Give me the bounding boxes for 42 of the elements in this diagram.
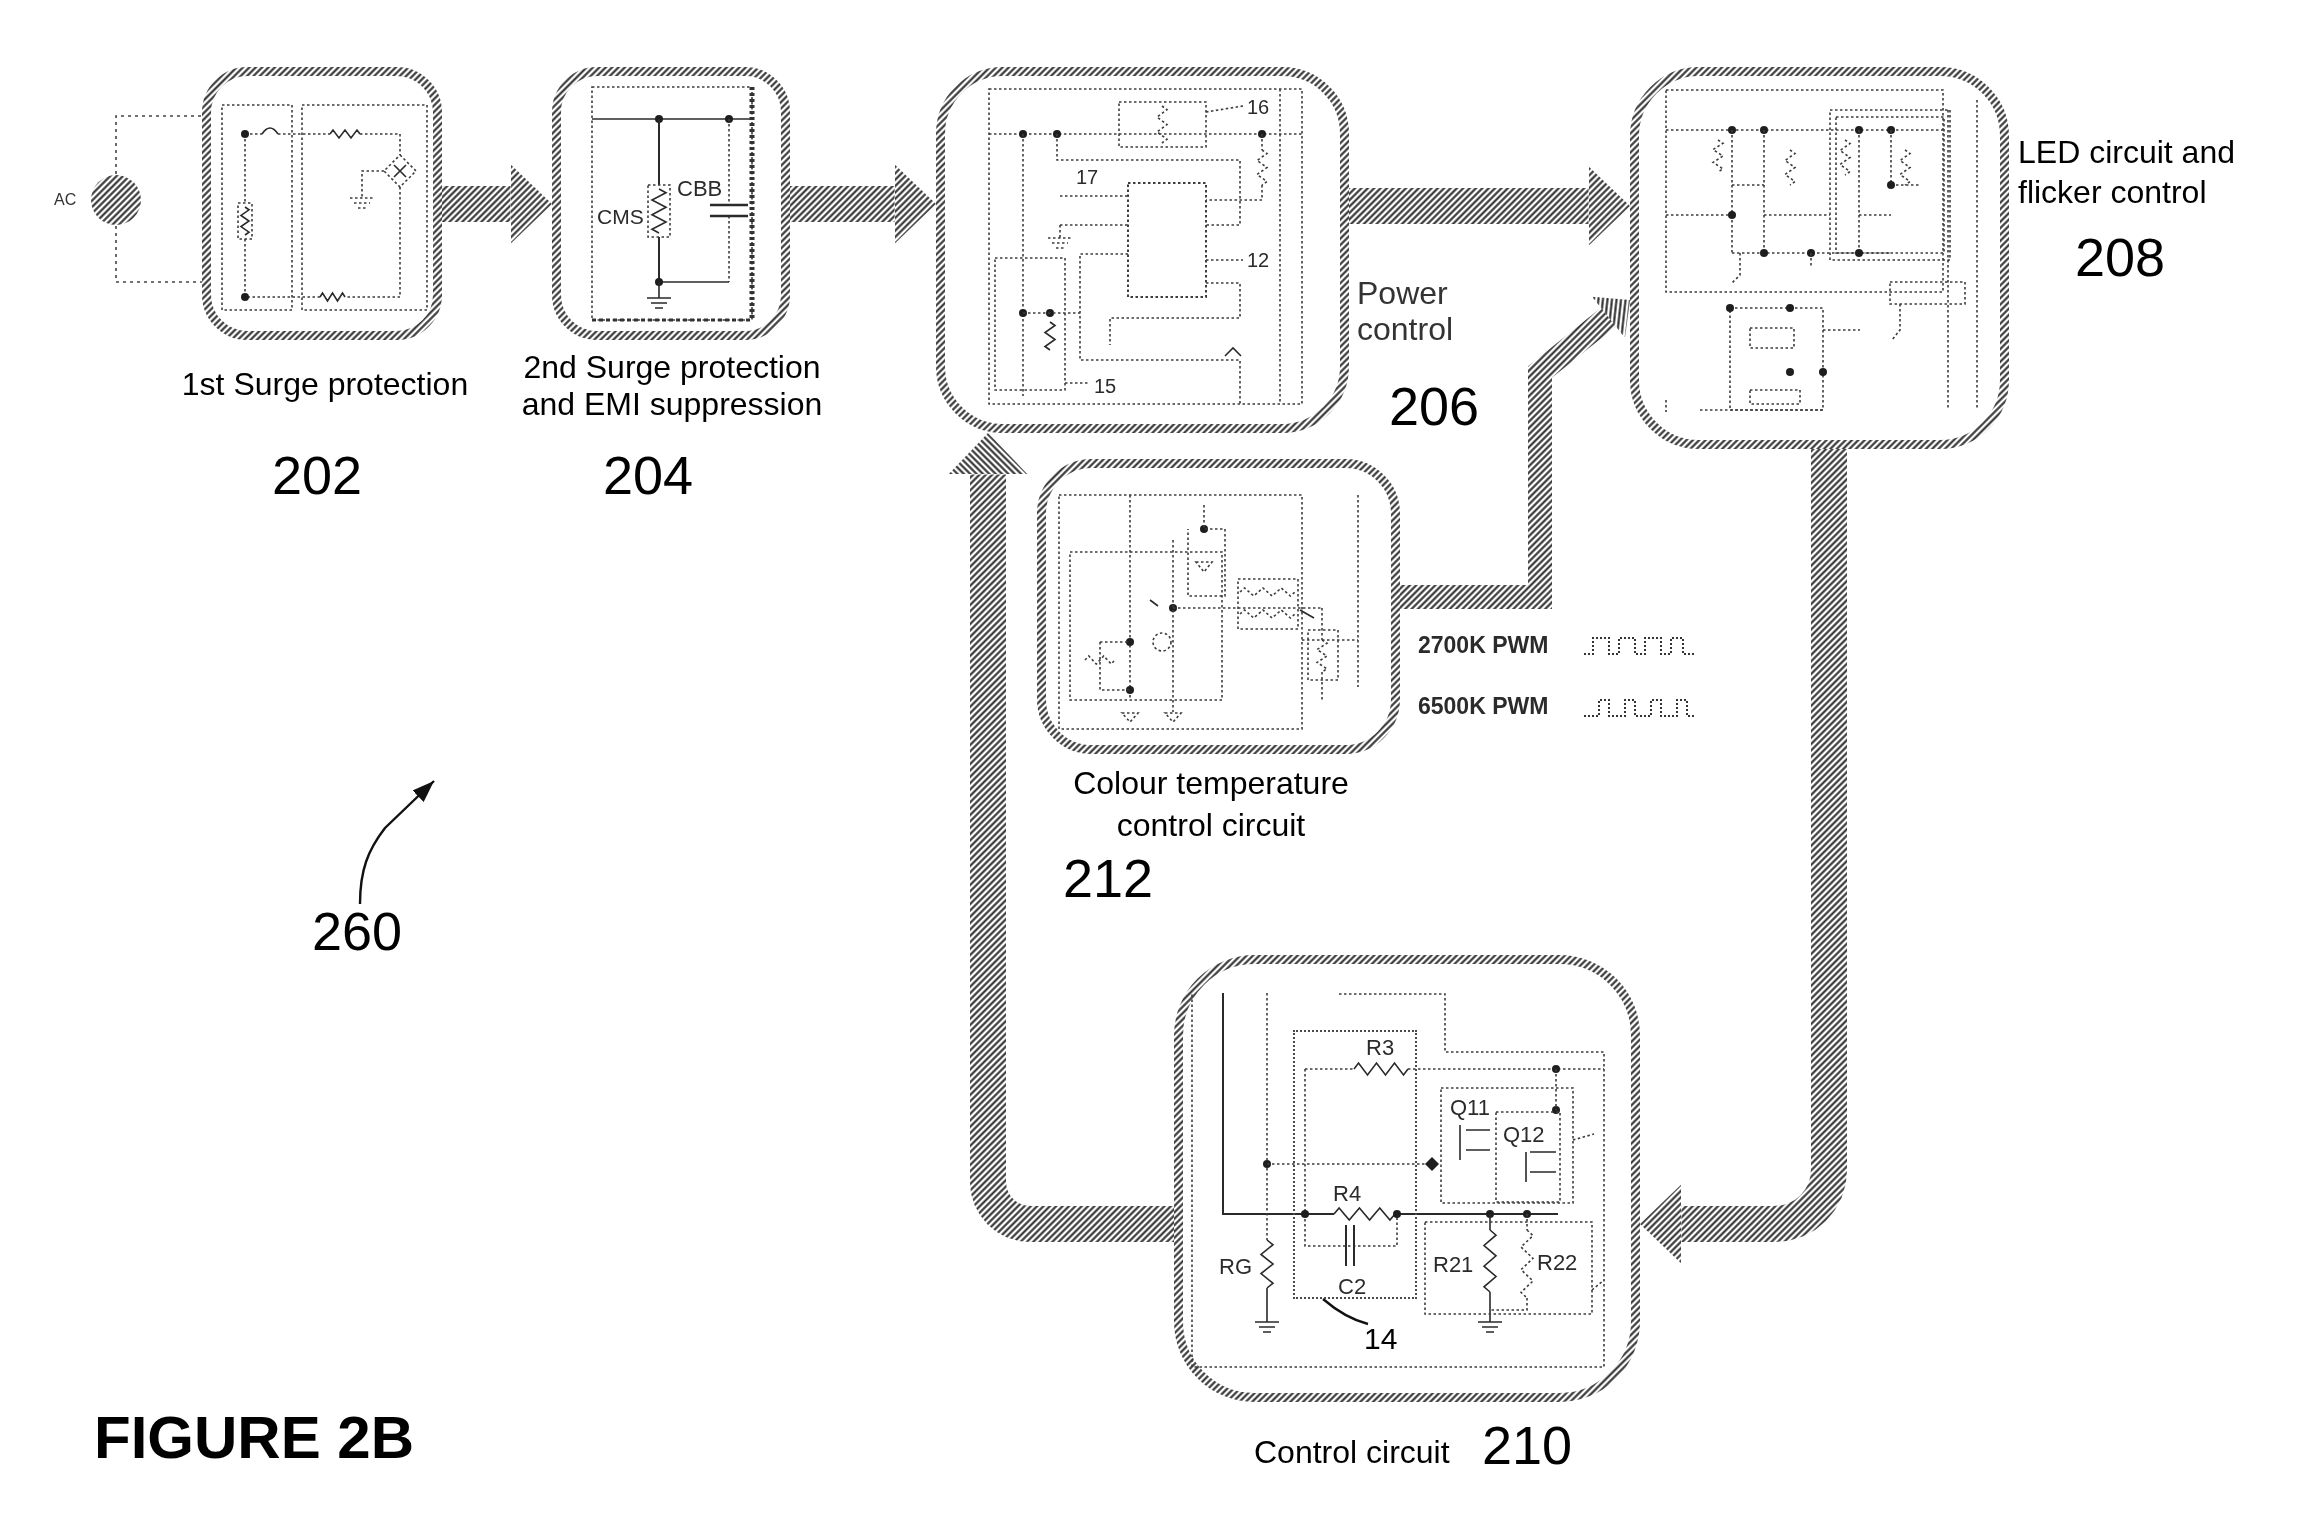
reference-number: 208	[2075, 230, 2167, 284]
component-label: 17	[1076, 167, 1099, 187]
block-caption: LED circuit and flicker control	[2018, 133, 2236, 212]
block-arrow	[790, 164, 936, 244]
component-label: R21	[1433, 1254, 1474, 1276]
dashed-wire	[115, 225, 203, 283]
block-arrow	[442, 164, 552, 244]
figure-caption: FIGURE 2B	[94, 1408, 415, 1468]
signal-label: 6500K PWM	[1418, 695, 1549, 718]
component-label: CBB	[677, 178, 723, 200]
reference-number: 210	[1482, 1418, 1574, 1472]
leader-line	[1322, 1298, 1369, 1326]
block-caption: Colour temperature control circuit	[1072, 764, 1350, 845]
component-label: R3	[1366, 1037, 1395, 1059]
reference-number: 260	[312, 904, 406, 958]
component-label: Q11	[1450, 1097, 1490, 1119]
reference-number: 202	[270, 448, 364, 502]
block-arrow	[1640, 449, 1847, 1264]
block-caption: 2nd Surge protection and EMI suppression	[520, 349, 824, 423]
reference-number: 204	[601, 448, 695, 502]
reference-number: 212	[1063, 851, 1155, 905]
block-caption: Power control	[1357, 275, 1455, 347]
block-caption: Control circuit	[1254, 1434, 1451, 1470]
component-label: 16	[1247, 97, 1270, 117]
component-label: 12	[1247, 250, 1270, 270]
component-label: R22	[1537, 1252, 1578, 1274]
dashed-wire	[115, 115, 203, 175]
circuit-section-outline	[1293, 1030, 1417, 1299]
reference-arrow	[358, 780, 435, 905]
reference-number: 206	[1389, 379, 1481, 433]
component-label: Q12	[1503, 1124, 1545, 1146]
block-caption: 1st Surge protection	[180, 366, 470, 403]
source-label: AC	[54, 191, 78, 209]
component-label: R4	[1333, 1183, 1362, 1205]
component-label: RG	[1219, 1256, 1252, 1278]
component-label: 15	[1094, 376, 1117, 396]
signal-label: 2700K PWM	[1418, 634, 1549, 657]
component-label: C2	[1338, 1276, 1367, 1298]
block-arrow	[1349, 166, 1630, 246]
component-label: CMS	[597, 206, 644, 227]
reference-number: 14	[1364, 1324, 1400, 1354]
block-arrow	[948, 433, 1174, 1242]
